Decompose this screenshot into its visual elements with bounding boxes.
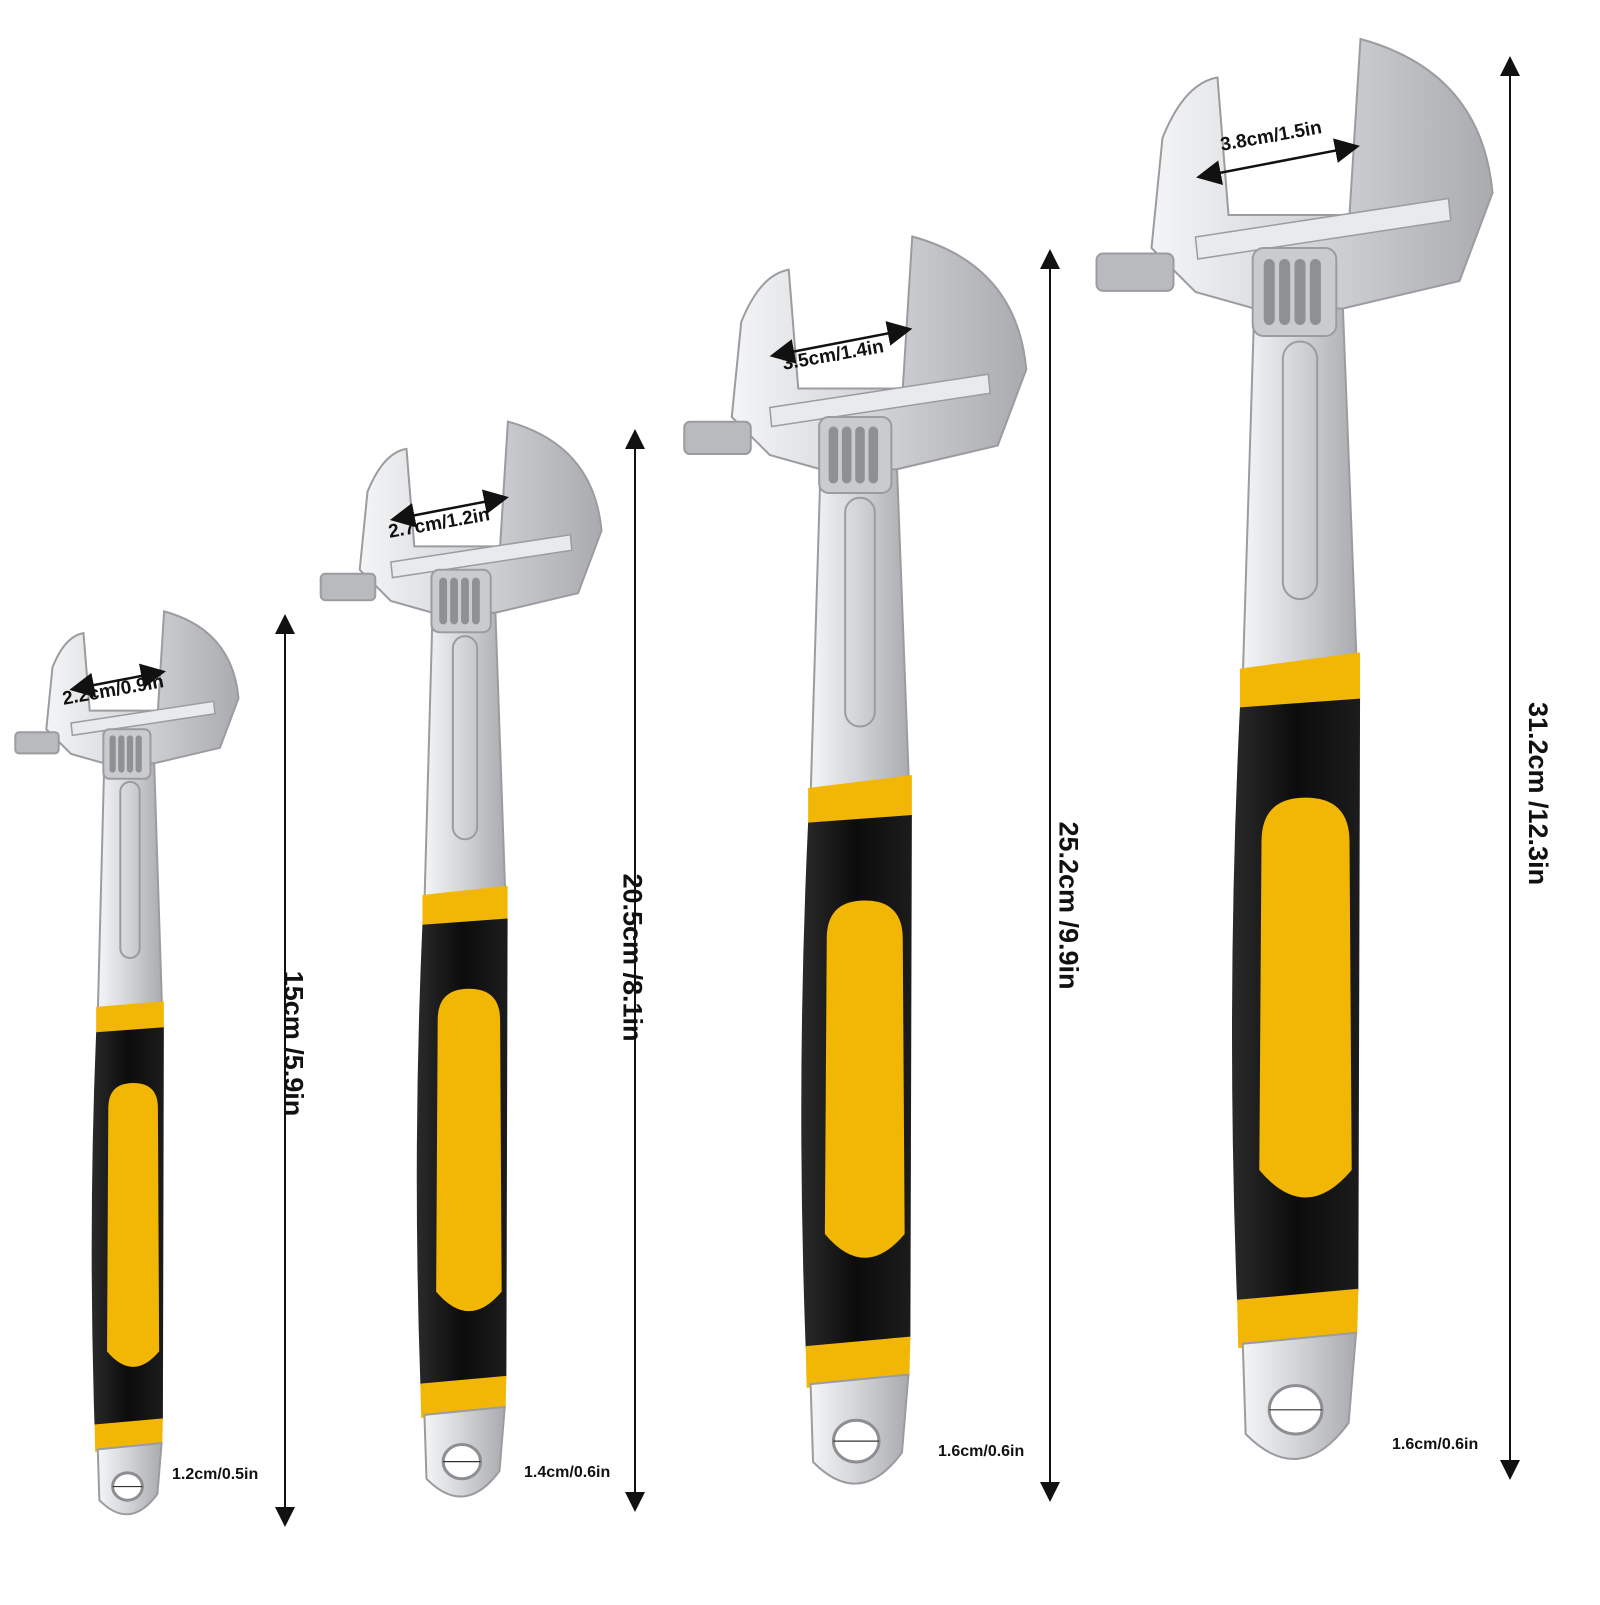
wrench-10in-worm-ridge [841, 426, 852, 484]
wrench-12in-groove [1281, 340, 1319, 601]
wrench-6in-jaw-rack [14, 731, 60, 755]
wrench-10in-worm-ridge [855, 426, 865, 484]
wrench-10in-jaw-dimension-arrow [769, 321, 913, 364]
wrench-6in-grip-collar [96, 1001, 164, 1034]
wrench-8in-hole-label: 1.4cm/0.6in [524, 1464, 611, 1481]
wrench-12in-worm-ridge [1279, 259, 1291, 325]
wrench-8in-worm-ridge [450, 577, 458, 625]
wrench-6in-worm-ridge [126, 735, 134, 773]
wrench-12in-jaw-dimension-arrow [1196, 138, 1360, 185]
wrench-6in-length-label: 15cm /5.9in [278, 970, 309, 1117]
wrench-6in-groove [119, 780, 141, 959]
wrench-10in-grip-collar [808, 775, 912, 825]
wrench-10in [683, 235, 1060, 1502]
wrench-12in [1095, 37, 1520, 1480]
wrench-8in-length-label: 20.5cm /8.1in [617, 873, 648, 1042]
wrench-12in-hole-label: 1.6cm/0.6in [1392, 1436, 1479, 1453]
wrench-8in-jaw-rack [319, 572, 377, 602]
wrench-6in-worm-ridge [118, 735, 125, 773]
wrench-8in-shaft [423, 611, 507, 904]
wrench-10in-groove [844, 496, 876, 728]
wrench-10in-hole-label: 1.6cm/0.6in [938, 1443, 1025, 1460]
wrench-8in-worm-ridge [439, 577, 448, 625]
wrench-12in-shaft [1241, 307, 1359, 678]
wrench-6in-hole-label: 1.2cm/0.5in [172, 1466, 259, 1483]
wrench-10in-worm-ridge [828, 426, 839, 484]
wrench-6in-grip-end [94, 1418, 163, 1452]
wrench-12in-grip-end [1237, 1288, 1359, 1349]
wrench-8in-worm-ridge [472, 577, 480, 625]
wrench-8in-jaw-dimension-arrow [389, 489, 509, 528]
wrench-8in-grip-inset [436, 988, 502, 1312]
wrench-6in-worm-ridge [109, 735, 116, 773]
wrench-12in-worm-ridge [1263, 259, 1275, 325]
wrench-8in-grip-collar [422, 885, 508, 927]
wrench-6in-worm-ridge [135, 735, 142, 773]
wrench-8in-grip-end [420, 1375, 507, 1418]
wrench-12in-worm-ridge [1309, 259, 1321, 325]
wrench-6in-shaft [96, 762, 164, 1016]
wrench-12in-length-label: 31.2cm /12.3in [1523, 701, 1554, 886]
wrench-12in-worm-ridge [1294, 259, 1306, 325]
wrench-8in-groove [451, 635, 479, 841]
wrench-10in-jaw-rack [683, 420, 752, 456]
wrench-6in-scale [70, 700, 216, 737]
wrench-10in-shaft [809, 468, 911, 798]
wrench-8in [319, 420, 645, 1512]
wrench-12in-jaw-rack [1095, 252, 1175, 292]
wrench-6in [14, 610, 295, 1527]
wrench-12in-grip-collar [1239, 652, 1361, 710]
wrench-12in-scale [1194, 197, 1452, 260]
wrench-8in-worm-ridge [461, 577, 469, 625]
wrench-10in-grip-end [805, 1336, 911, 1388]
wrench-10in-worm-ridge [868, 426, 879, 484]
wrench-6in-jaw-dimension-arrow [69, 663, 166, 698]
wrench-10in-scale [768, 373, 991, 428]
wrench-8in-scale [390, 533, 573, 579]
wrench-10in-length-label: 25.2cm /9.9in [1053, 821, 1084, 990]
wrench-6in-grip-inset [107, 1083, 160, 1367]
wrench-10in-grip-inset [824, 900, 905, 1258]
wrench-12in-grip-inset [1259, 797, 1352, 1198]
